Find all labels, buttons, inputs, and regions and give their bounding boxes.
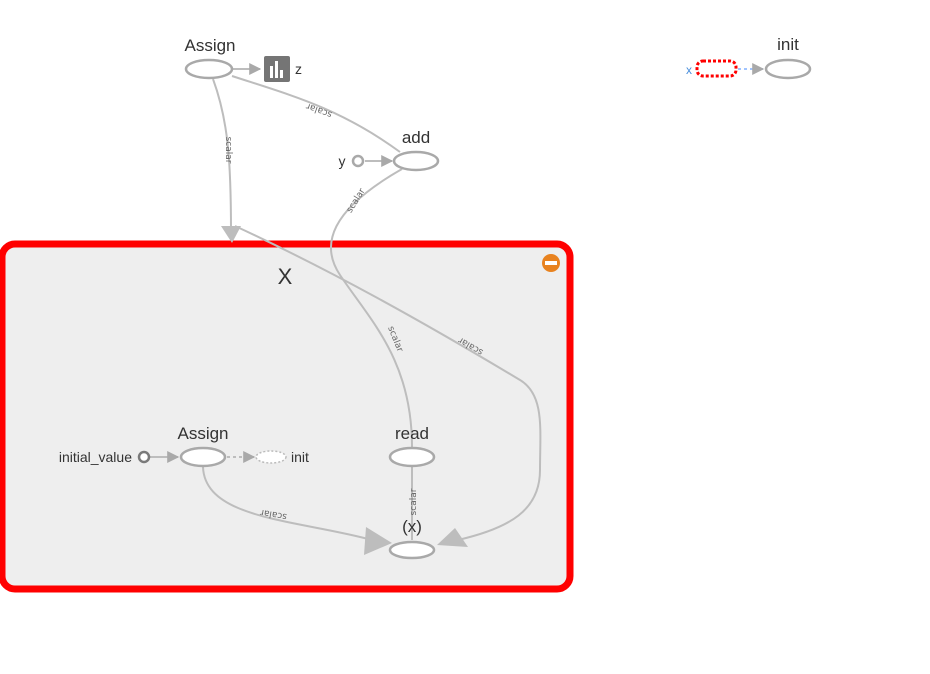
edge-label-scalar: scalar [345,187,368,215]
node-assign-inner-label: Assign [177,424,228,443]
edge-x-to-var [234,225,542,541]
edge-arrow-into-var-left [364,527,392,555]
node-read[interactable]: read [388,424,436,468]
node-init-right[interactable]: init [764,35,812,80]
node-init-inner-label: init [291,449,309,465]
edge-label-scalar: scalar [409,488,419,515]
node-x-variable-label: (x) [402,517,422,536]
node-init-inner[interactable]: init [255,449,309,465]
edge-inner-assign-var [202,466,373,541]
node-assign-top-label: Assign [184,36,235,55]
node-x-variable[interactable]: (x) [388,517,436,560]
node-y[interactable]: y [339,153,365,169]
node-y-label: y [339,153,346,169]
edge-arrow-into-var-right [437,528,468,547]
node-z-label: z [295,61,302,77]
node-init-right-label: init [777,35,799,54]
edge-label-scalar: scalar [305,100,334,119]
edge-arrow-assign-x [221,226,241,243]
node-x-small-label: x [686,63,692,77]
edge-add-read [329,168,413,448]
node-x-small[interactable]: x [686,59,738,78]
node-add[interactable]: add [392,128,440,172]
node-initial-value[interactable]: initial_value [59,449,151,465]
collapse-group-icon[interactable] [542,254,560,272]
edge-label-scalar: scalar [223,137,233,164]
node-z[interactable]: z [264,56,302,82]
edge-label-scalar: scalar [259,507,287,522]
edge-assign-x [212,78,232,233]
node-read-label: read [395,424,429,443]
node-add-label: add [402,128,430,147]
group-x[interactable]: X [0,240,574,593]
node-initial-value-label: initial_value [59,449,132,465]
group-x-title: X [278,264,293,289]
node-assign-inner[interactable]: Assign [177,424,229,468]
edges [150,63,765,555]
edge-assign-add [231,75,401,153]
node-assign-top[interactable]: Assign [184,36,236,80]
